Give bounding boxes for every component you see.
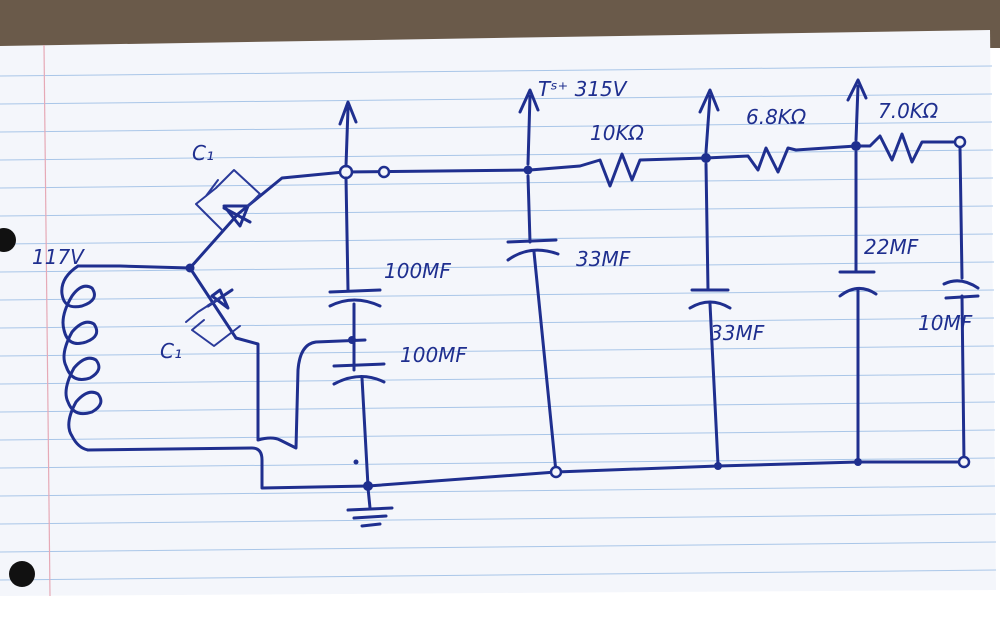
- ground-node: [957, 455, 971, 469]
- label-resistor-6-8k: 6.8KΩ: [746, 105, 807, 129]
- rail-node: [851, 141, 861, 151]
- label-cap-22mf: 22MF: [864, 235, 919, 259]
- capacitor-33mf-1: [506, 174, 560, 474]
- top-rail: [342, 132, 962, 188]
- margin-line: [43, 44, 51, 597]
- stray-dot: [353, 459, 359, 465]
- punch-hole: [9, 561, 35, 587]
- punch-hole: [0, 228, 16, 252]
- label-cap-100mf-1: 100MF: [384, 259, 451, 283]
- ground-node: [549, 465, 563, 479]
- label-source-voltage: 117V: [32, 245, 85, 269]
- output-arrow-b: [518, 88, 540, 166]
- label-resistor-7-0k: 7.0KΩ: [878, 99, 939, 123]
- label-cap-100mf-2: 100MF: [400, 343, 467, 367]
- lower-c1-capacitor: [185, 297, 241, 347]
- output-arrow-d: [846, 78, 868, 142]
- coil-top-lead: [76, 264, 192, 270]
- ground-node: [854, 458, 862, 466]
- ground-node: [714, 462, 722, 470]
- label-resistor-10k: 10KΩ: [590, 121, 645, 145]
- ruled-lines: [0, 65, 997, 581]
- coil-bottom-lead: [86, 446, 370, 490]
- rail-node: [523, 165, 533, 175]
- ground-icon: [346, 486, 394, 528]
- rail-node: [953, 135, 967, 149]
- upper-diode: [222, 204, 252, 228]
- rail-node: [338, 164, 354, 180]
- upper-diode-branch: [188, 170, 346, 270]
- rail-node: [377, 165, 391, 179]
- label-tap-voltage: Tˢ⁺ 315V: [538, 77, 628, 101]
- label-cap-10mf: 10MF: [918, 311, 973, 335]
- upper-c1-capacitor: [195, 169, 261, 231]
- midpoint-wire: [234, 336, 367, 450]
- label-cap-33mf-2: 33MF: [710, 321, 765, 345]
- transformer-coil: [60, 264, 103, 452]
- capacitor-22mf: [838, 150, 878, 464]
- capacitor-33mf-2: [688, 162, 732, 466]
- capacitor-10mf: [942, 146, 980, 464]
- label-cap-33mf-1: 33MF: [576, 247, 631, 271]
- output-arrow-c: [698, 88, 720, 154]
- notebook-paper: [0, 30, 996, 596]
- label-c1-bottom: C₁: [160, 339, 182, 363]
- rail-node: [701, 153, 711, 163]
- label-c1-top: C₁: [192, 141, 214, 165]
- ground-node: [363, 481, 373, 491]
- capacitor-100mf-stack: [328, 176, 386, 488]
- output-arrow-a: [338, 100, 358, 168]
